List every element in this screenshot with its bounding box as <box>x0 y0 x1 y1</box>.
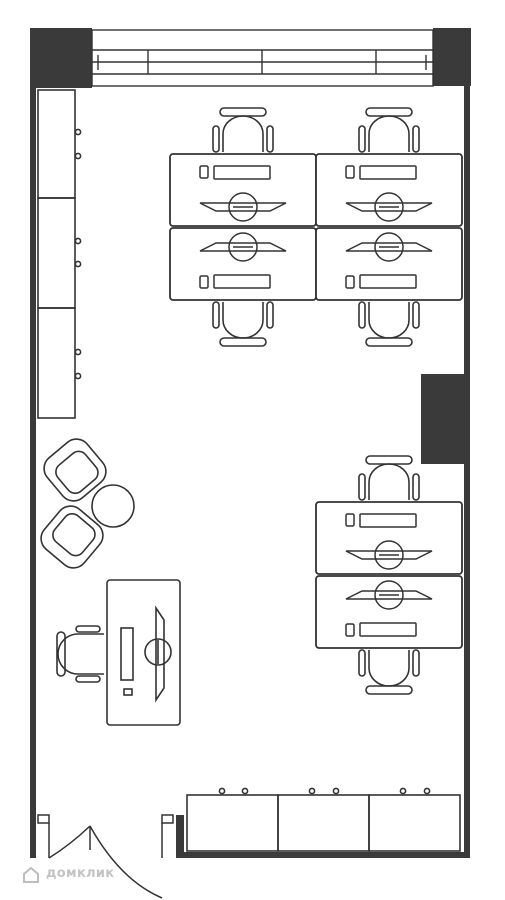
wall-right <box>464 85 470 857</box>
workstation-pair-middle-right <box>315 455 463 695</box>
cabinet <box>186 794 279 852</box>
bottom-storage-cabinets <box>186 787 461 852</box>
entrance-door <box>37 814 174 899</box>
workstation-pair-top-right <box>315 107 463 347</box>
cabinet <box>37 89 76 199</box>
wall-bottom <box>176 852 470 858</box>
cabinet <box>37 307 76 419</box>
cabinet <box>37 197 76 309</box>
lounge-area <box>40 438 135 569</box>
cabinet <box>368 794 461 852</box>
wall-column-top-right <box>433 28 471 86</box>
armchair <box>43 438 107 502</box>
armchair <box>40 505 104 569</box>
domclick-logo-icon <box>23 866 39 883</box>
manager-chair <box>56 625 104 683</box>
manager-desk <box>106 579 181 726</box>
cabinet <box>277 794 370 852</box>
left-storage-cabinets <box>37 89 82 419</box>
watermark-text: домклик <box>46 866 115 881</box>
side-table <box>91 484 135 528</box>
wall-column-right <box>421 374 469 464</box>
window <box>91 29 434 87</box>
walls <box>30 28 471 858</box>
wall-stub-bottom <box>176 815 184 857</box>
workstation-pair-top-left <box>169 107 317 347</box>
wall-column-top-left <box>30 28 92 88</box>
wall-left <box>30 30 36 858</box>
